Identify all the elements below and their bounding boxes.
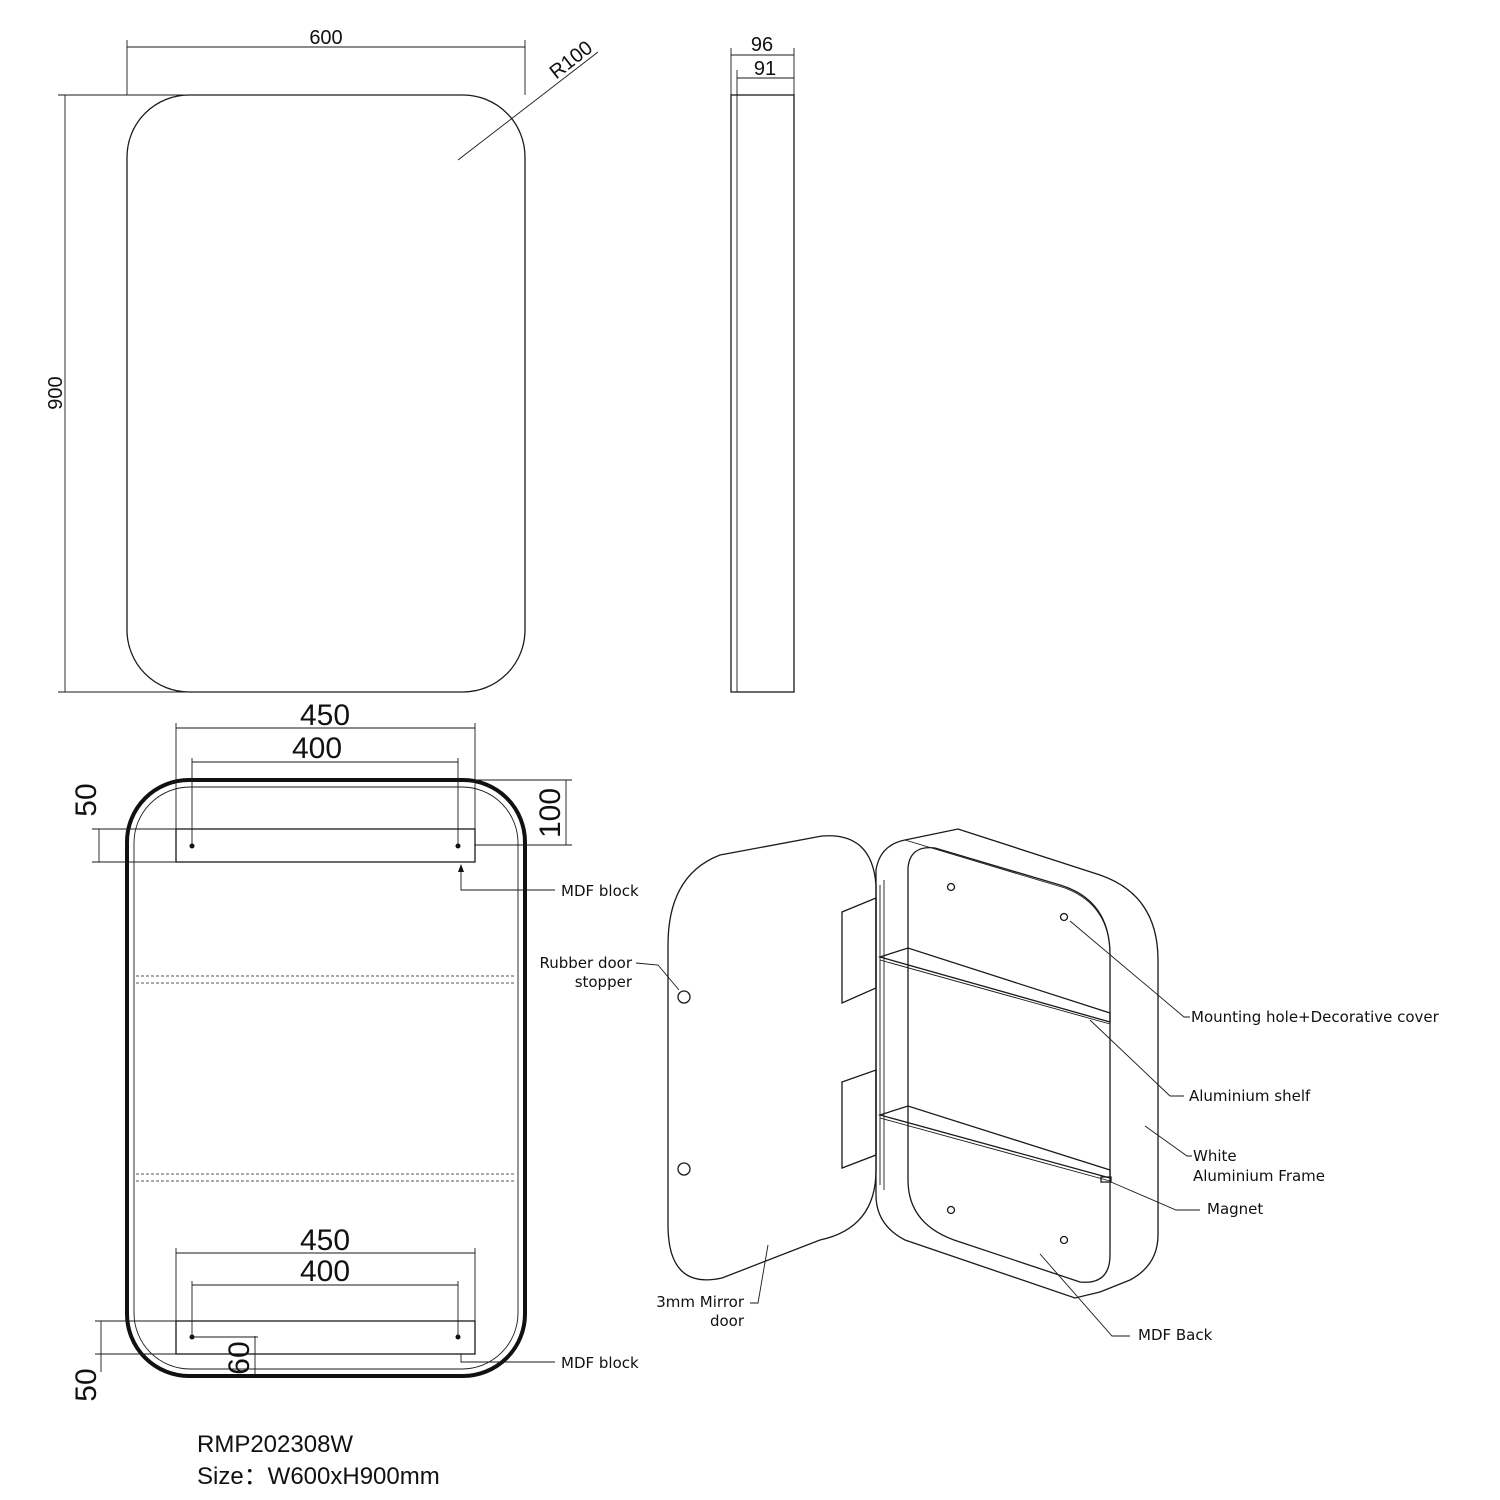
bottom-offset-label: 50 xyxy=(70,1368,103,1401)
side-view: 96 91 xyxy=(730,34,795,693)
mdf-back-label: MDF Back xyxy=(1138,1326,1213,1344)
shelf-label: Aluminium shelf xyxy=(1189,1087,1311,1105)
model-number: RMP202308W xyxy=(197,1431,353,1458)
mirror-door-label-2: door xyxy=(710,1312,745,1330)
bottom-block-height-label: 60 xyxy=(223,1341,256,1374)
back-view: 450 400 50 100 MDF block 450 400 xyxy=(70,699,639,1402)
rubber-stopper-label-1: Rubber door xyxy=(539,954,632,972)
mirror-door xyxy=(667,835,877,1281)
magnet-label: Magnet xyxy=(1207,1200,1263,1218)
frame-label-2: Aluminium Frame xyxy=(1193,1167,1325,1185)
hinge-bottom xyxy=(841,1069,877,1169)
back-outer-outline xyxy=(125,778,527,1378)
size-text: Size：W600xH900mm xyxy=(197,1463,440,1490)
front-height-label: 900 xyxy=(45,376,67,409)
bottom-block-width-label: 450 xyxy=(300,1224,350,1257)
shelf-bottom xyxy=(877,1105,1111,1179)
top-block-height-label: 100 xyxy=(534,788,567,838)
radius-leader xyxy=(457,51,599,161)
side-depth-inner-label: 91 xyxy=(754,58,776,80)
cabinet-cavity xyxy=(907,847,1111,1283)
front-radius-label: R100 xyxy=(546,37,597,84)
front-outline xyxy=(126,94,526,693)
front-width-label: 600 xyxy=(309,27,342,49)
top-offset-label: 50 xyxy=(70,783,103,816)
mounting-hole-label: Mounting hole+Decorative cover xyxy=(1191,1008,1440,1026)
top-block-width-label: 450 xyxy=(300,699,350,732)
magnet xyxy=(1100,1176,1112,1183)
top-mdf-block-label: MDF block xyxy=(561,882,639,900)
hinge-top xyxy=(841,897,877,1004)
top-mdf-block xyxy=(175,828,476,863)
back-inner-outline xyxy=(133,786,519,1370)
rubber-stopper-label-2: stopper xyxy=(575,973,633,991)
front-view: 600 900 R100 xyxy=(45,27,599,693)
isometric-view: Rubber door stopper 3mm Mirror door Moun… xyxy=(539,828,1440,1344)
top-hole-spacing-label: 400 xyxy=(292,732,342,765)
mirror-door-label-1: 3mm Mirror xyxy=(656,1293,745,1311)
bottom-mdf-block-label: MDF block xyxy=(561,1354,639,1372)
side-outline xyxy=(730,94,795,693)
bottom-hole-spacing-label: 400 xyxy=(300,1255,350,1288)
frame-label-1: White xyxy=(1193,1147,1237,1165)
cabinet-frame xyxy=(875,828,1159,1299)
shelf-top xyxy=(877,947,1111,1023)
side-depth-outer-label: 96 xyxy=(751,34,773,56)
rubber-stopper-bottom xyxy=(677,1162,691,1176)
bottom-mdf-block xyxy=(175,1320,476,1355)
rubber-stopper-top xyxy=(677,990,691,1004)
